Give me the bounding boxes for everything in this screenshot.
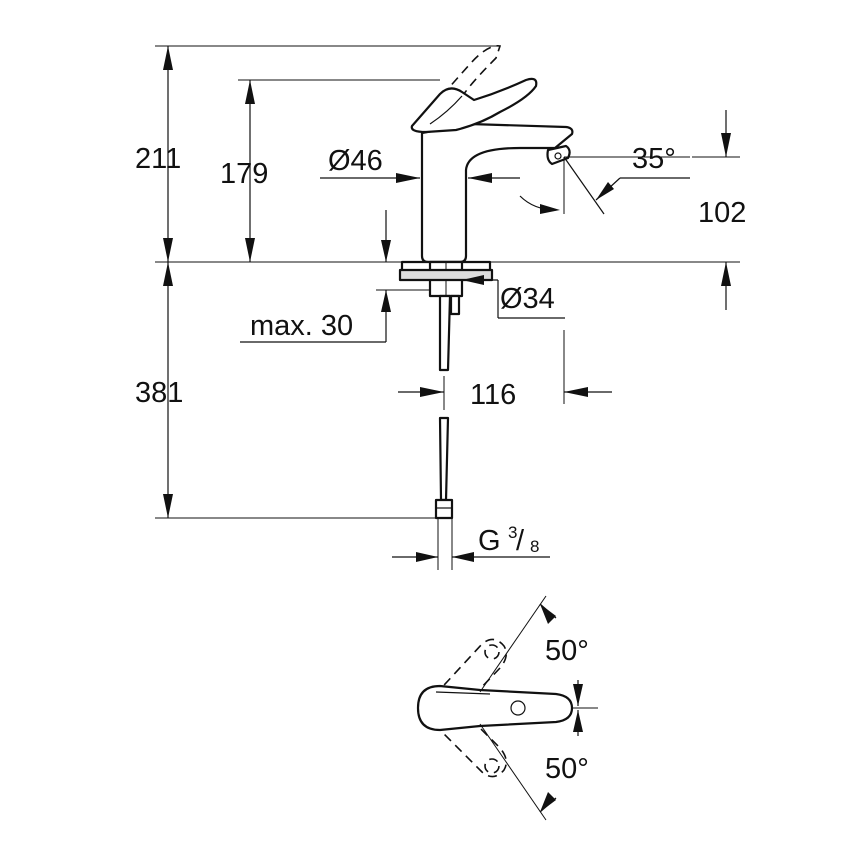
label-179: 179	[220, 158, 268, 190]
dim-angle-35: 35°	[519, 143, 690, 215]
handle-rotated-up	[433, 638, 508, 711]
label-angle-50-top: 50°	[545, 635, 589, 667]
handle-pivot	[510, 700, 526, 716]
label-381: 381	[135, 377, 183, 409]
hose-lower	[438, 416, 450, 502]
hose-upper	[438, 294, 452, 372]
label-thread-num: 3	[508, 523, 517, 542]
dim-thread: G 3 / 8	[392, 518, 550, 570]
angle-ray-down	[479, 723, 547, 821]
dim-diameter-34: Ø34	[462, 275, 565, 319]
lever-detail	[429, 95, 463, 125]
fixing-rod	[449, 294, 461, 316]
label-diameter-46: Ø46	[328, 145, 383, 177]
dim-max-30: max. 30	[240, 210, 430, 343]
angle-ray-up	[479, 595, 547, 693]
hose-connector	[434, 498, 454, 520]
top-view: 50° 50°	[416, 595, 598, 821]
lever-open-position	[421, 45, 502, 123]
aerator	[546, 144, 571, 166]
handle-rotated-down	[433, 707, 508, 778]
nut	[398, 268, 494, 282]
label-211: 211	[135, 143, 181, 175]
dim-381: 381	[135, 262, 436, 519]
handle-inner-line	[435, 691, 491, 695]
handle-rotated-up-knob	[484, 644, 500, 660]
side-view: 211 179 Ø46 35°	[135, 45, 746, 570]
label-thread-den: 8	[530, 537, 539, 556]
label-102: 102	[698, 197, 746, 229]
label-angle-50-bottom: 50°	[545, 753, 589, 785]
aerator-dot	[554, 152, 562, 160]
dim-116: 116	[398, 330, 612, 411]
dim-179: 179	[220, 79, 440, 262]
dim-102: 102	[692, 110, 746, 310]
faucet-body	[420, 122, 574, 264]
dim-211: 211	[135, 45, 498, 262]
label-diameter-34: Ø34	[500, 283, 555, 315]
label-angle-35: 35°	[632, 143, 676, 175]
handle-rotated-down-knob	[484, 758, 500, 774]
label-thread-slash: /	[516, 525, 525, 557]
lever-handle	[410, 77, 538, 134]
label-thread-g: G	[478, 525, 501, 557]
label-max-30: max. 30	[250, 310, 353, 342]
dim-diameter-46: Ø46	[320, 145, 520, 183]
label-116: 116	[470, 379, 516, 411]
